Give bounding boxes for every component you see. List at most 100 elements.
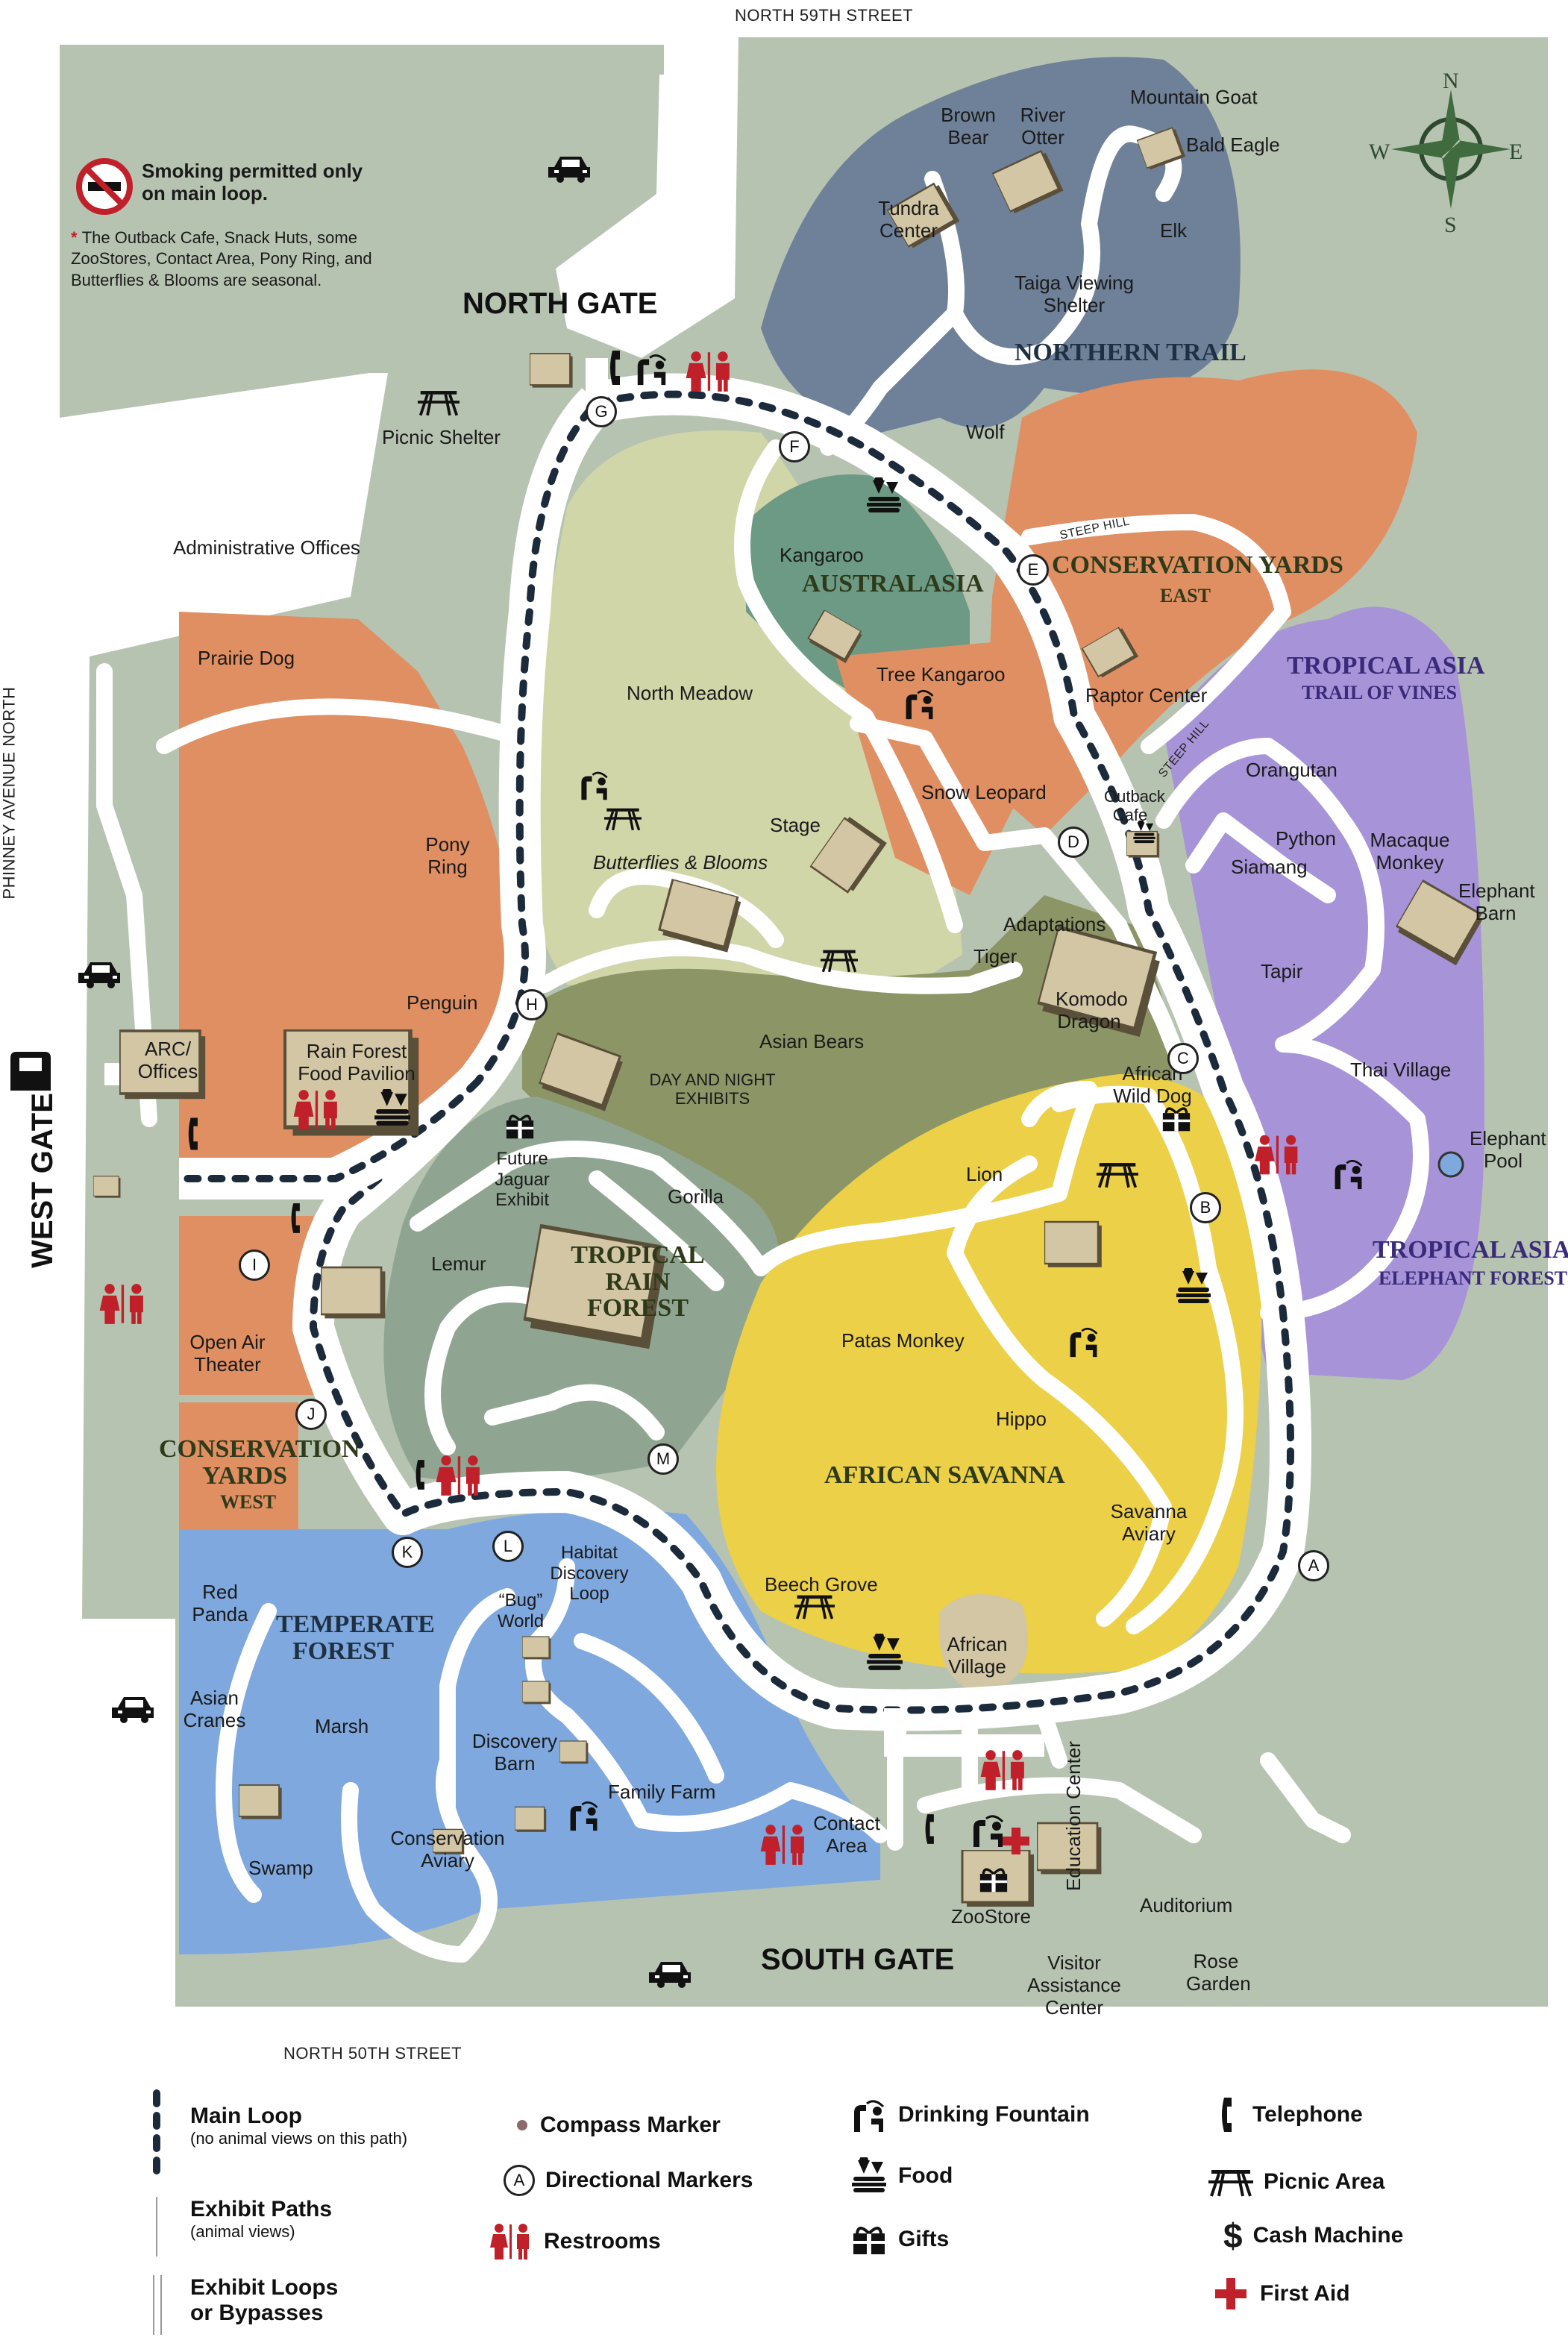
legend-exhibit-paths-label: Exhibit Paths	[190, 2197, 333, 2221]
south-street-label: NORTH 50TH STREET	[283, 2044, 462, 2063]
label-komodo: Komodo Dragon	[1056, 988, 1128, 1032]
label-savanna-aviary: Savanna Aviary	[1110, 1500, 1188, 1545]
marker-i: I	[239, 1249, 270, 1281]
cash-icon: $	[1223, 2216, 1243, 2255]
compass-marker-icon	[517, 2120, 527, 2130]
label-tree-kangaroo: Tree Kangaroo	[876, 663, 1006, 686]
zone-tropical-asia-vines: TROPICAL ASIA	[1287, 652, 1485, 680]
label-admin: Administrative Offices	[173, 536, 360, 559]
legend-exhibit-paths-icon	[156, 2197, 157, 2257]
marker-k: K	[392, 1537, 423, 1568]
zone-temperate-forest: TEMPERATE FOREST	[276, 1611, 435, 1665]
zone-tropical-asia-elephant-sub: ELEPHANT FOREST	[1379, 1267, 1568, 1289]
legend-compass-marker: Compass Marker	[515, 2113, 721, 2138]
prairie-conservation-zone	[179, 612, 516, 1194]
marker-c: C	[1167, 1043, 1199, 1074]
label-orangutan: Orangutan	[1246, 759, 1337, 781]
zone-conservation-west: CONSERVATION YARDS	[159, 1435, 360, 1490]
label-day-night: DAY AND NIGHT EXHIBITS	[649, 1070, 776, 1108]
legend-restrooms: Restrooms	[489, 2223, 661, 2260]
zoo-map	[10, 37, 1548, 2007]
label-patas: Patas Monkey	[841, 1329, 965, 1352]
compass-w: W	[1369, 139, 1390, 164]
label-red-panda: Red Panda	[192, 1581, 248, 1625]
compass-rose	[1391, 90, 1511, 209]
label-stage: Stage	[770, 814, 821, 836]
zone-african-savanna: AFRICAN SAVANNA	[824, 1461, 1065, 1489]
label-marsh: Marsh	[315, 1715, 369, 1737]
label-elk: Elk	[1160, 219, 1188, 242]
gift-icon	[852, 2227, 886, 2256]
zone-australasia: AUSTRALASIA	[802, 570, 984, 598]
label-asian-bears: Asian Bears	[759, 1030, 865, 1053]
telephone-icon	[1222, 2098, 1232, 2132]
bus-icon	[10, 1052, 51, 1091]
label-macaque: Macaque Monkey	[1370, 829, 1450, 874]
label-prairie-dog: Prairie Dog	[198, 647, 295, 669]
label-penguin: Penguin	[407, 991, 478, 1014]
label-tiger: Tiger	[973, 945, 1017, 968]
label-bald-eagle: Bald Eagle	[1186, 134, 1280, 156]
label-zoostore: ZooStore	[951, 1905, 1031, 1928]
marker-d: D	[1058, 827, 1089, 858]
label-lemur: Lemur	[431, 1252, 486, 1275]
label-education-center: Education Center	[1062, 1741, 1085, 1891]
legend-cash: $ Cash Machine	[1223, 2216, 1404, 2255]
label-future-jaguar: Future Jaguar Exhibit	[495, 1149, 550, 1211]
label-elephant-pool: Elephant Pool	[1470, 1127, 1546, 1172]
label-conservation-aviary: Conservation Aviary	[390, 1827, 505, 1872]
west-gate-label: WEST GATE	[25, 1093, 59, 1268]
label-north-meadow: North Meadow	[627, 682, 753, 704]
label-beech-grove: Beech Grove	[765, 1573, 878, 1596]
legend-main-loop: Main Loop (no animal views on this path)	[190, 2104, 407, 2148]
amenity-icons	[10, 157, 1363, 1988]
african-savanna-zone	[716, 1074, 1262, 1674]
legend-main-loop-label: Main Loop	[190, 2104, 302, 2128]
legend-exhibit-loops-icon	[153, 2275, 162, 2335]
label-rose-garden: Rose Garden	[1186, 1950, 1251, 1995]
marker-a: A	[1298, 1550, 1329, 1581]
legend-food: Food	[850, 2157, 953, 2195]
label-bug-world: “Bug” World	[497, 1590, 545, 1631]
legend: Main Loop (no animal views on this path)…	[0, 2074, 1568, 2352]
legend-directional: A Directional Markers	[504, 2165, 753, 2196]
label-python: Python	[1276, 827, 1336, 850]
label-auditorium: Auditorium	[1140, 1894, 1233, 1916]
label-habitat-loop: Habitat Discovery Loop	[550, 1543, 629, 1605]
label-family-farm: Family Farm	[608, 1781, 716, 1803]
no-smoking-icon	[76, 158, 133, 215]
marker-g: G	[586, 396, 617, 427]
legend-gifts: Gifts	[850, 2223, 949, 2256]
legend-exhibit-loops: Exhibit Loops or Bypasses	[190, 2275, 362, 2326]
label-mountain-goat: Mountain Goat	[1130, 86, 1258, 108]
first-aid-icon	[1003, 1828, 1029, 1854]
label-adaptations: Adaptations	[1003, 913, 1106, 935]
open-air-zone	[179, 1216, 313, 1395]
label-raptor-center: Raptor Center	[1085, 684, 1208, 706]
label-tapir: Tapir	[1261, 960, 1303, 982]
label-picnic-shelter: Picnic Shelter	[382, 426, 501, 448]
label-hippo: Hippo	[996, 1408, 1047, 1430]
label-wolf: Wolf	[966, 421, 1005, 443]
label-elephant-barn: Elephant Barn	[1458, 879, 1535, 924]
north-gate-label: NORTH GATE	[462, 287, 658, 320]
label-snow-leopard: Snow Leopard	[921, 781, 1047, 803]
south-gate-label: SOUTH GATE	[761, 1943, 955, 1976]
label-asian-cranes: Asian Cranes	[183, 1687, 246, 1731]
first-aid-legend-icon	[1215, 2278, 1246, 2309]
north-street-label: NORTH 59TH STREET	[735, 6, 914, 25]
legend-drinking: Drinking Fountain	[850, 2096, 1090, 2133]
seasonal-text: The Outback Cafe, Snack Huts, some ZooSt…	[71, 228, 372, 289]
african-village-area	[938, 1594, 1029, 1693]
compass-s: S	[1444, 213, 1457, 237]
food-icon	[852, 2157, 886, 2192]
west-street-label: PHINNEY AVENUE NORTH	[0, 686, 19, 900]
label-outback-cafe: Outback Cafe	[1104, 787, 1165, 825]
zone-tropical-rain-forest: TROPICAL RAIN FOREST	[571, 1241, 705, 1323]
marker-h: H	[516, 989, 548, 1020]
label-gorilla: Gorilla	[668, 1185, 724, 1208]
label-taiga: Taiga Viewing Shelter	[1015, 272, 1134, 316]
label-kangaroo: Kangaroo	[780, 544, 864, 566]
zone-conservation-east-sub: EAST	[1160, 585, 1211, 606]
restroom-icon	[490, 2224, 529, 2260]
